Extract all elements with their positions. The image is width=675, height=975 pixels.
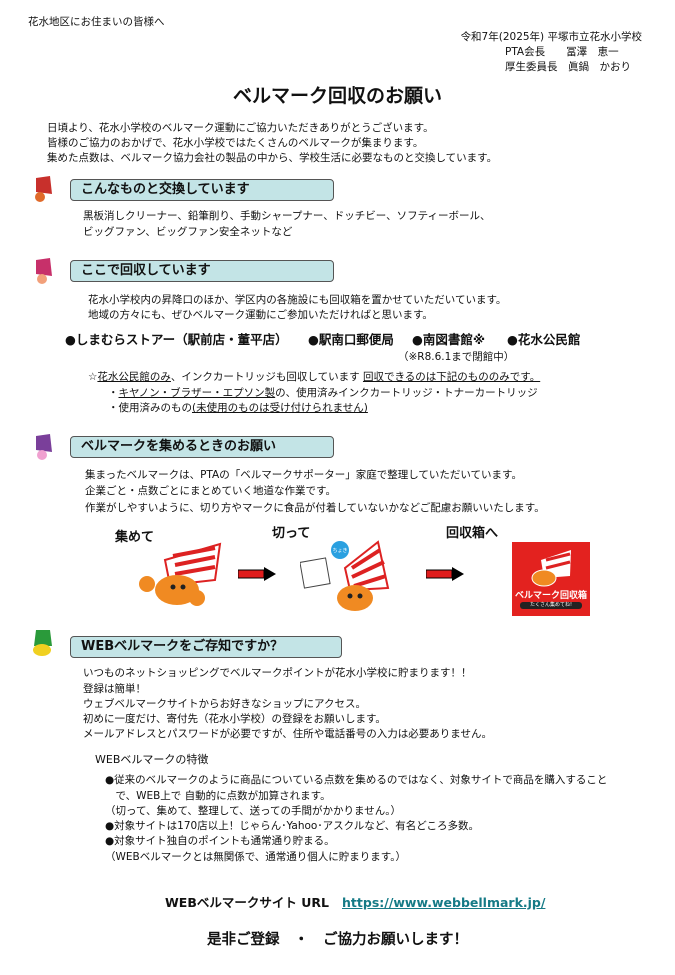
feature-line: （切って、集めて、整理して、送っての手間がかかりません。） xyxy=(105,805,401,817)
box-label: ベルマーク回収箱 xyxy=(514,591,587,601)
url-label: WEBベルマークサイト URL xyxy=(165,895,329,910)
ink-item: ・使用済みのもの(未使用のものは受け付けられません) xyxy=(108,401,368,416)
location-shimamura: ●しまむらストアー（駅前店・董平店） xyxy=(65,332,288,347)
section-text: 作業がしやすいように、切り方やマークに食品が付着していないかなどご配慮お願いいた… xyxy=(85,502,545,514)
ink-item: ・キヤノン・ブラザー・エプソン製の、使用済みインクカートリッジ・トナーカートリッ… xyxy=(108,386,538,401)
section-text: 初めに一度だけ、寄付先（花水小学校）の登録をお願いします。 xyxy=(83,713,386,725)
arrow-right-icon xyxy=(426,567,464,581)
section-text: 花水小学校内の昇降口のほか、学区内の各施設にも回収箱を置かせていただいています。 xyxy=(88,294,507,306)
ink-brands: キヤノン・ブラザー・エプソン製 xyxy=(118,387,276,399)
section-text: 地域の方々にも、ぜひベルマーク運動にご参加いただければと思います。 xyxy=(88,309,433,321)
issuer: 令和7年(2025年) 平塚市立花水小学校 xyxy=(460,31,642,43)
features-title: WEBベルマークの特徴 xyxy=(95,753,209,766)
section-text: 黒板消しクリーナー、鉛筆削り、手動シャープナー、ドッチビー、ソフティーボール、 xyxy=(83,210,491,222)
section-text: 集まったベルマークは、PTAの「ベルマークサポーター」家庭で整理していただいてい… xyxy=(85,469,523,481)
section-heading: こんなものと交換しています xyxy=(70,179,334,201)
closure-note: （※R8.6.1まで閉館中） xyxy=(398,351,515,363)
intro-line: 日頃より、花水小学校のベルマーク運動にご協力いただきありがとうございます。 xyxy=(47,122,434,134)
collection-box-image: ベルマーク回収箱 たくさん集めてね! xyxy=(512,542,590,616)
intro-line: 皆様のご協力のおかげで、花水小学校ではたくさんのベルマークが集まります。 xyxy=(47,137,424,149)
ink-note-text: 、インクカートリッジも回収しています xyxy=(170,371,360,383)
step-collect-label: 集めて xyxy=(115,530,155,545)
closing-message: 是非ご登録 ・ ご協力お願いします！ xyxy=(207,932,468,948)
arrow-right-icon xyxy=(238,567,276,581)
ink-item-text: の、使用済みインクカートリッジ・トナーカートリッジ xyxy=(275,387,538,399)
ink-note: ☆花水公民館のみ、インクカートリッジも回収しています 回収できるのは下記のものの… xyxy=(88,370,540,385)
ink-note-condition: 回収できるのは下記のもののみです。 xyxy=(362,371,541,383)
step-cut-label: 切って xyxy=(272,526,311,541)
hermit-crab-green-icon xyxy=(33,630,52,656)
hermit-crab-red-icon xyxy=(35,176,52,202)
bullet: ・ xyxy=(108,387,119,399)
hermit-crab-pink-icon xyxy=(36,258,52,284)
welfare-chair: 厚生委員長 眞鍋 かおり xyxy=(505,61,631,73)
page-title: ベルマーク回収のお願い xyxy=(232,85,442,107)
star-mark: ☆ xyxy=(88,371,98,383)
section-text: ビッグファン、ビッグファン安全ネットなど xyxy=(83,226,293,238)
location-post-office: ●駅南口郵便局 xyxy=(308,332,394,347)
location-community-center: ●花水公民館 xyxy=(507,332,581,347)
url-line: WEBベルマークサイト URL https://www.webbellmark.… xyxy=(165,895,545,910)
section-text: メールアドレスとパスワードが必要ですが、住所や電話番号の入力は必要ありません。 xyxy=(83,728,492,740)
pta-chair: PTA会長 冨澤 恵一 xyxy=(505,46,619,58)
feature-line: で、WEB上で 自動的に点数が加算されます。 xyxy=(105,790,331,802)
crab-cutting-illustration: ちょき xyxy=(300,540,390,611)
feature-line: （WEBベルマークとは無関係で、通常通り個人に貯まります。） xyxy=(105,851,406,863)
crab-collecting-illustration xyxy=(139,542,222,606)
addressee: 花水地区にお住まいの皆様へ xyxy=(28,16,165,28)
feature-line: ●対象サイト独自のポイントも通常通り貯まる。 xyxy=(105,835,335,847)
bubble-text: ちょき xyxy=(332,547,347,554)
section-heading: ここで回収しています xyxy=(70,260,334,282)
section-text: ウェブベルマークサイトからお好きなショップにアクセス。 xyxy=(83,698,366,710)
section-text: いつものネットショッピングでベルマークポイントが花水小学校に貯まります！！ xyxy=(83,667,472,679)
box-sub: たくさん集めてね! xyxy=(520,602,582,609)
feature-line: ●従来のベルマークのように商品についている点数を集めるのではなく、対象サイトで商… xyxy=(105,774,608,786)
section-text: 登録は簡単！ xyxy=(83,683,146,695)
feature-line: ●対象サイトは170店以上！じゃらん･Yahoo･アスクルなど、有名どころ多数。 xyxy=(105,820,479,832)
crab-logo-icon xyxy=(531,550,571,587)
step-box-label: 回収箱へ xyxy=(446,526,499,541)
webbellmark-link[interactable]: https://www.webbellmark.jp/ xyxy=(342,895,546,910)
intro-line: 集めた点数は、ベルマーク協力会社の製品の中から、学校生活に必要なものと交換してい… xyxy=(47,152,498,164)
section-text: 企業ごと・点数ごとにまとめていく地道な作業です。 xyxy=(85,485,336,497)
ink-note-place: 花水公民館のみ xyxy=(97,371,171,383)
location-library: ●南図書館※ xyxy=(412,332,486,347)
ink-item-text: ・使用済みのもの xyxy=(108,402,192,414)
hermit-crab-purple-icon xyxy=(36,434,52,460)
section-heading: WEBベルマークをご存知ですか？ xyxy=(70,636,342,658)
ink-unused-note: (未使用のものは受け付けられません) xyxy=(192,402,368,414)
section-heading: ベルマークを集めるときのお願い xyxy=(70,436,334,458)
